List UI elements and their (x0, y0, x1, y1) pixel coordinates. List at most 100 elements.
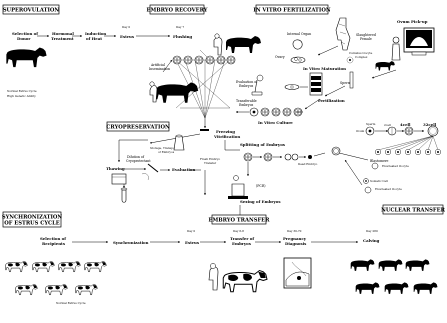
dilution-syringe-icon (141, 163, 159, 181)
label-blastomere: Blastomere (370, 159, 389, 163)
blastomere-fan-lines (377, 135, 439, 151)
header-synchronization-of-estrus-cycle: SYNCHRONIZATION OF ESTRUS CYCLE (2, 211, 62, 228)
label-flushing: Flushing (173, 34, 192, 39)
label-normal-estrus-cycle: Normal Estrus Cycle (7, 89, 37, 93)
enucleated-oocyte-icon (371, 162, 379, 170)
label-cumulus-oocyte-complex: Cumulus Oocyte (349, 51, 373, 55)
arrow-pickup-to-ivf (371, 69, 397, 79)
label-slaughtered-female-2: Female (360, 37, 372, 41)
label-selection-of-recipients-2: Recipients (42, 241, 66, 246)
arrow-blastomere-to-splitting (334, 151, 369, 161)
header-embryo-recovery: EMBRYO RECOVERY (147, 4, 208, 15)
sexing-microscope-icon (228, 175, 248, 199)
transfer-cow-icon (208, 263, 268, 293)
label-ovary: Ovary (275, 55, 285, 59)
donor-cow-icon (6, 47, 47, 68)
svg-text:CRYOPRESERVATION: CRYOPRESERVATION (106, 125, 170, 131)
arrow-fertilization-down (304, 98, 321, 110)
label-pregnancy-day: Day 30-70 (287, 229, 302, 233)
label-induction-of-heat-2: of Heat (86, 36, 102, 41)
splitting-embryos-row (243, 152, 312, 162)
ovary-dish-icon (290, 56, 306, 64)
label-vitrification: Vitrification (213, 134, 240, 139)
label-sperm-nt: Sperm (366, 122, 376, 126)
svg-text:OF ESTRUS CYCLE: OF ESTRUS CYCLE (4, 221, 59, 227)
label-artificial-insemination-2: Insemination (149, 67, 170, 71)
label-synchronization: Synchronization (113, 240, 149, 245)
label-evaluation: Evaluation (172, 167, 195, 172)
label-estrus: Estrus (120, 34, 135, 39)
sperm-tube-icon (349, 71, 354, 89)
liquid-nitrogen-tank-icon (173, 134, 185, 151)
header-superovulation: SUPEROVULATION (2, 4, 60, 15)
svg-text:EMBRYO TRANSFER: EMBRYO TRANSFER (209, 218, 271, 224)
label-flushing-day: Day 7 (176, 25, 184, 29)
label-selection-of-donor-2: Donor (17, 36, 31, 41)
label-4cell: 4cell (400, 122, 411, 127)
label-in-vitro-culture: In Vitro Culture (258, 120, 293, 125)
label-enucleated-oocyte: Enucleated Oocyte (382, 164, 409, 168)
ovum-cell-icon (365, 126, 375, 136)
label-cumulus-oocyte-complex-2: Complex (355, 55, 368, 59)
label-thawing: Thawing (106, 166, 125, 171)
thirty-two-cell-icon (427, 125, 439, 137)
incubator-icon (309, 72, 323, 96)
label-dead-embryo: Dead Embryo (298, 162, 318, 166)
header-nuclear-transfer: NUCLEAR TRANSFER (381, 204, 446, 215)
pregnancy-diagnosis-icon (283, 257, 312, 289)
in-vitro-culture-row (249, 107, 303, 117)
label-transfer-of-embryos: Transfer of (230, 236, 254, 241)
label-selection-of-donor: Selection of (12, 31, 38, 36)
svg-text:IN VITRO FERTILIZATION: IN VITRO FERTILIZATION (253, 8, 330, 14)
svg-text:SUPEROVULATION: SUPEROVULATION (3, 8, 60, 14)
label-transfer-estrus-day: Day 0 (187, 229, 195, 233)
flushing-cow-icon (213, 33, 261, 56)
label-storage-transportation: Storage, Transportation (150, 146, 184, 150)
label-ovum: Ovum (356, 129, 365, 133)
label-hormonal-treatment: Hormonal (52, 31, 74, 36)
label-calving-day: Day 280 (366, 229, 378, 233)
label-storage-transportation-2: of Embryos (158, 150, 175, 154)
label-dilution-of-cryoprotectant: Dilution of (127, 155, 145, 159)
label-in-vitro-maturation: In Vitro Maturation (303, 66, 346, 71)
header-in-vitro-fertilization: IN VITRO FERTILIZATION (253, 4, 331, 15)
blastomere-row (374, 148, 442, 156)
enucleated-oocyte-2-icon (364, 186, 372, 194)
label-transferable-embryos: Transferable (236, 99, 257, 103)
arrow-slaughter-to-ovary (317, 45, 339, 56)
label-calving: Calving (363, 238, 380, 243)
cumulus-oocyte-icon (346, 56, 354, 64)
calving-cows-icon (350, 259, 438, 294)
label-somatic-cell: Somatic Cell (370, 179, 388, 183)
label-evaluation-of-embryos-2: Embryos (239, 84, 254, 88)
label-ovum-pick-up: Ovum Pick-up (397, 19, 428, 24)
arrow-sperm-to-fertilization (324, 85, 346, 97)
label-artificial-insemination: Artificial (150, 63, 165, 67)
arrow-freezing-to-storage (149, 133, 201, 144)
label-internal-organ: Internal Organ (287, 32, 311, 36)
label-pregnancy-diagnosis: Pregnancy (283, 236, 307, 241)
slaughtered-female-icon (335, 17, 351, 51)
recipient-cows-icon (5, 260, 107, 296)
line-fusion-left (313, 152, 326, 157)
insemination-cow-icon (149, 81, 199, 103)
label-induction-of-heat: Induction (85, 31, 106, 36)
label-pcr: (PCR) (256, 184, 265, 188)
label-transfer-day: Day 6-8 (233, 229, 244, 233)
label-slaughtered-female: Slaughtered (356, 33, 376, 37)
label-freezing: Freezing (216, 129, 235, 134)
label-dilution-of-cryoprotectant-2: Cryoprotectant (126, 159, 151, 163)
label-splitting-of-embryos: Splitting of Embryos (240, 142, 286, 147)
label-fresh-embryo-transfer-2: Transfer (204, 161, 217, 165)
svg-text:EMBRYO RECOVERY: EMBRYO RECOVERY (147, 8, 208, 14)
label-fertilization: Fertilization (318, 98, 345, 103)
two-cell-icon (387, 126, 397, 136)
label-estrus-day: Day 0 (122, 25, 130, 29)
arrow-insemination-up (162, 59, 173, 73)
somatic-cell-icon (363, 178, 369, 184)
label-32cell: 32cell (423, 122, 437, 127)
four-cell-icon (404, 126, 414, 136)
label-transfer-estrus: Estrus (185, 240, 200, 245)
straw-icon (200, 129, 209, 131)
